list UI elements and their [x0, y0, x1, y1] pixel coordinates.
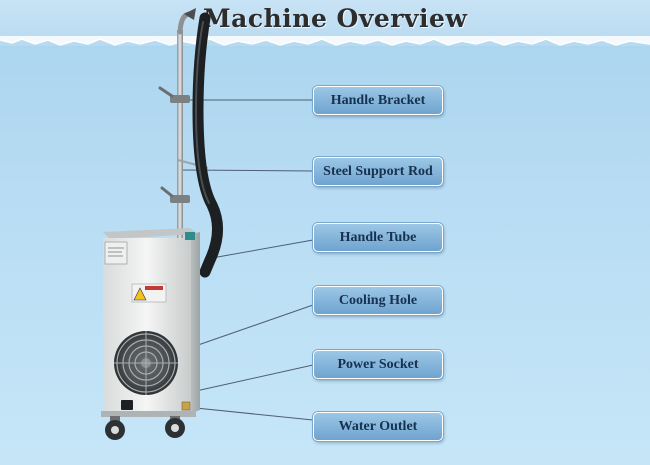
torn-edge — [0, 36, 650, 46]
label-power-socket: Power Socket — [313, 350, 443, 379]
power-socket — [121, 400, 133, 410]
casters — [105, 416, 185, 440]
steel-support-rod — [177, 30, 183, 245]
label-handle-tube: Handle Tube — [313, 223, 443, 252]
label-steel-support-rod: Steel Support Rod — [313, 157, 443, 186]
label-handle-bracket: Handle Bracket — [313, 86, 443, 115]
handle-tube — [192, 12, 223, 278]
label-cooling-hole: Cooling Hole — [313, 286, 443, 315]
leader-water-outlet — [185, 406, 314, 421]
leader-cooling-hole — [177, 304, 314, 353]
label-water-outlet: Water Outlet — [313, 412, 443, 441]
page-title: Machine Overview — [203, 4, 468, 33]
handle-bracket — [158, 86, 209, 203]
cooling-hole — [114, 331, 178, 395]
water-outlet — [181, 401, 191, 411]
leader-handle-tube — [211, 239, 314, 259]
